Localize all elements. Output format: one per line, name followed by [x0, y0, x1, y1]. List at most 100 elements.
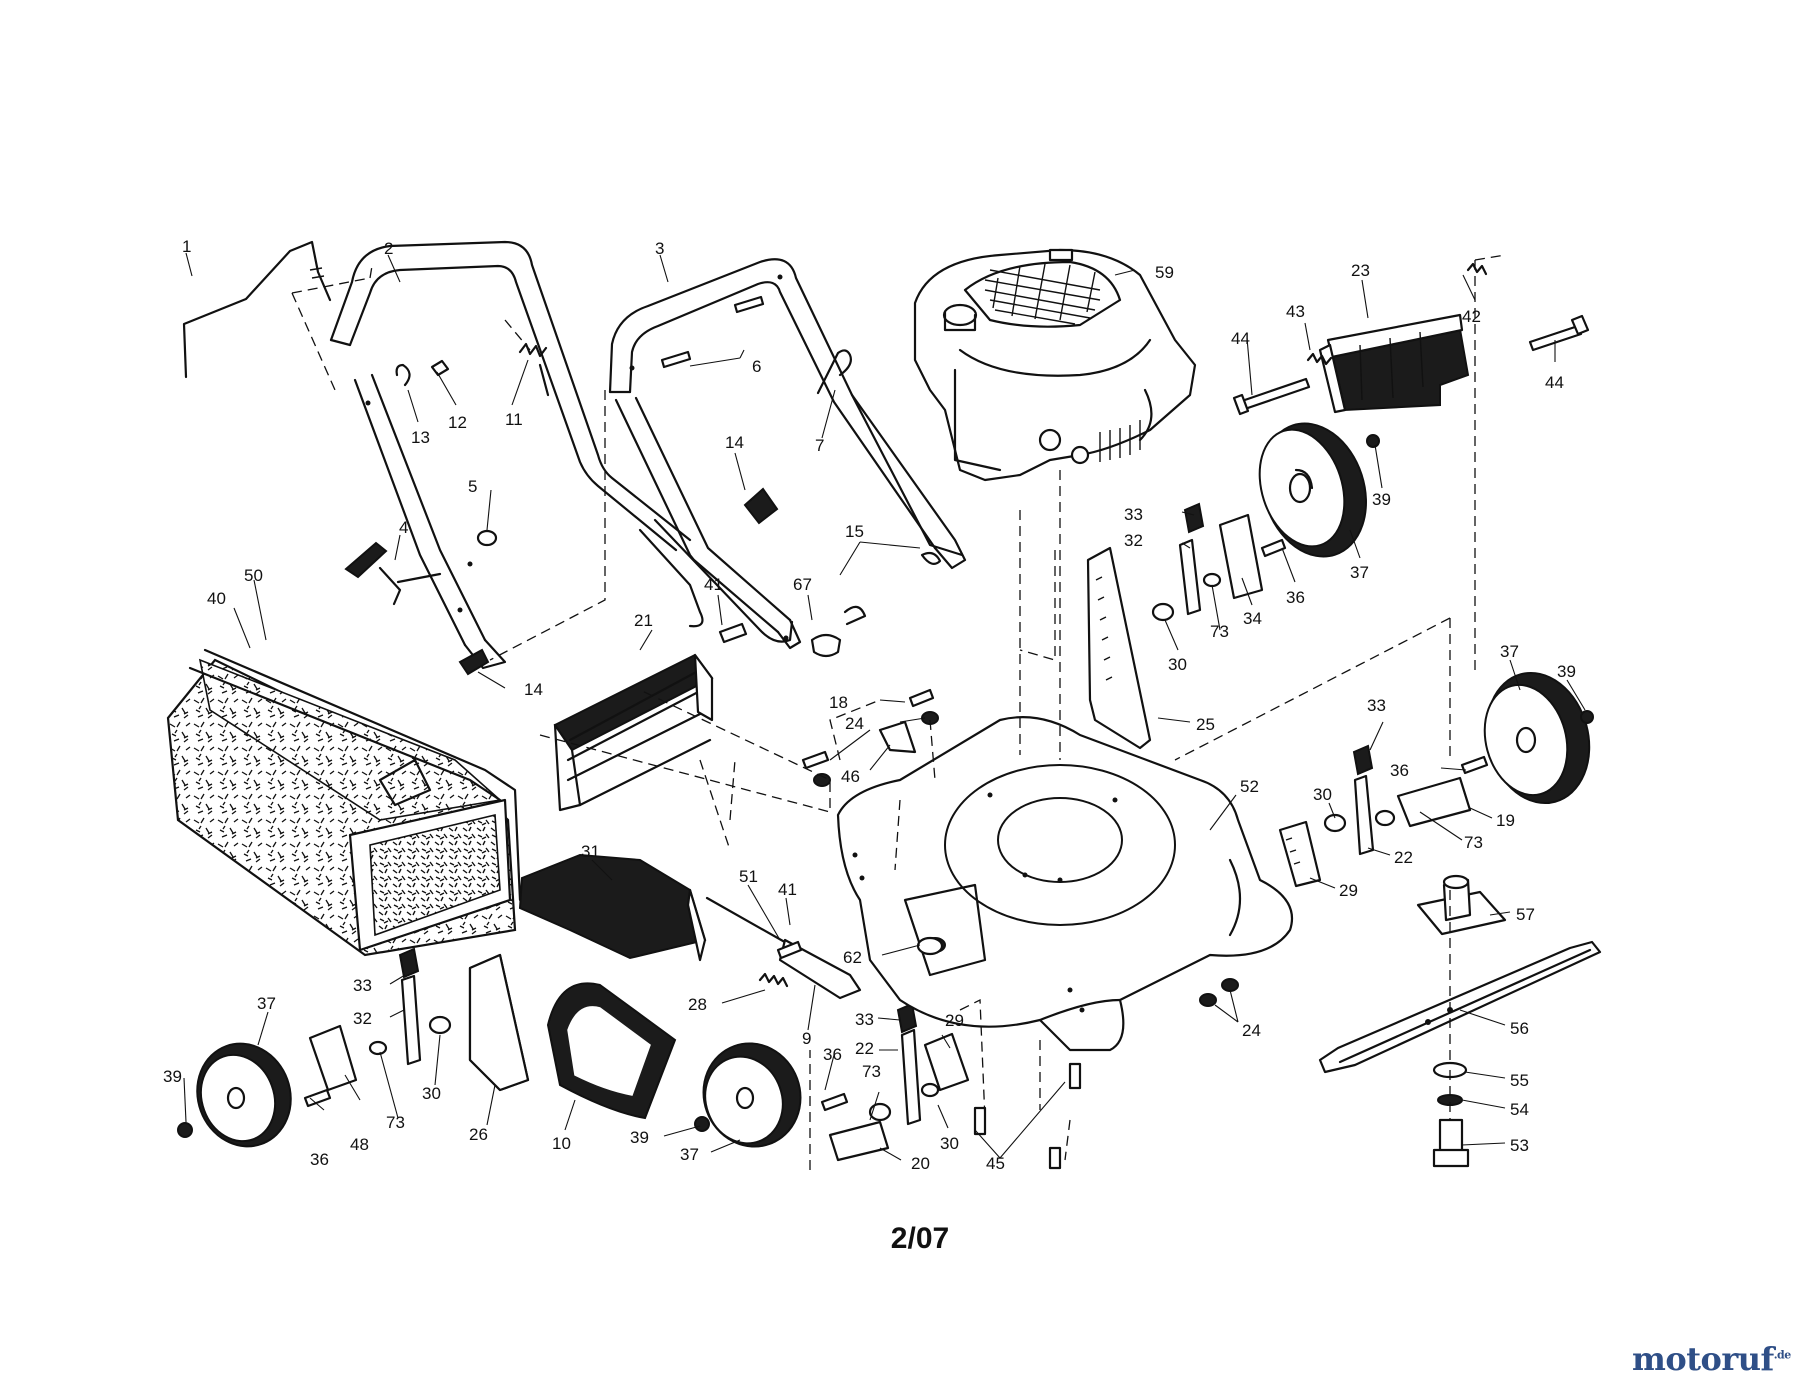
callout-33-rear-left: 33	[855, 1010, 874, 1029]
callout-73-front-left: 73	[386, 1113, 405, 1132]
callout-37-front-left: 37	[257, 994, 276, 1013]
mower-deck-part	[836, 716, 1294, 1052]
callout-26: 26	[469, 1125, 488, 1144]
callout-4: 4	[399, 518, 408, 537]
callout-39-rear-left: 39	[630, 1128, 649, 1147]
callout-62: 62	[843, 948, 862, 967]
callout-22-front-right: 22	[1394, 848, 1413, 867]
callout-32-rear-right: 32	[1124, 531, 1143, 550]
callout-44-left: 44	[1231, 329, 1250, 348]
callout-3: 3	[655, 239, 664, 258]
callout-33-front-right: 33	[1367, 696, 1386, 715]
height-adjuster-front-right	[1278, 744, 1489, 888]
callout-73-front-right: 73	[1464, 833, 1483, 852]
rear-axle-bolts	[1232, 262, 1590, 416]
callout-59: 59	[1155, 263, 1174, 282]
callout-1: 1	[182, 237, 191, 256]
callout-57: 57	[1516, 905, 1535, 924]
callout-30-front-left: 30	[422, 1084, 441, 1103]
callout-42: 42	[1462, 307, 1481, 326]
upper-handle-right-part	[608, 258, 967, 650]
grass-bag-part	[166, 648, 522, 957]
callout-9: 9	[802, 1029, 811, 1048]
callout-15: 15	[845, 522, 864, 541]
callout-39-rear-right: 39	[1372, 490, 1391, 509]
callout-24-upper: 24	[845, 714, 864, 733]
callout-34: 34	[1243, 609, 1262, 628]
callout-2: 2	[384, 239, 393, 258]
upper-handle-left-part	[329, 240, 692, 670]
callout-30-front-right: 30	[1313, 785, 1332, 804]
callout-73-rear-right: 73	[1210, 622, 1229, 641]
callout-37-rear-right: 37	[1350, 563, 1369, 582]
wheel-rear-left	[694, 1042, 802, 1148]
callout-41-lower: 41	[778, 880, 797, 899]
wheel-rear-right	[1258, 422, 1380, 558]
callout-13: 13	[411, 428, 430, 447]
callout-52: 52	[1240, 777, 1259, 796]
callout-55: 55	[1510, 1071, 1529, 1090]
callout-11: 11	[505, 410, 523, 429]
callout-36-front-left: 36	[310, 1150, 329, 1169]
callout-48: 48	[350, 1135, 369, 1154]
callout-73-rear-left: 73	[862, 1062, 881, 1081]
callout-46: 46	[841, 767, 860, 786]
callout-23: 23	[1351, 261, 1370, 280]
pivot-rod-part	[705, 896, 862, 1000]
callout-10: 10	[552, 1134, 571, 1153]
callout-36-front-right: 36	[1390, 761, 1409, 780]
blade-adapter-part	[1416, 874, 1507, 936]
watermark-logo: motoruf.de	[1632, 1340, 1791, 1378]
side-plate-part	[468, 953, 530, 1092]
callout-36-rear-right: 36	[1286, 588, 1305, 607]
callout-19: 19	[1496, 811, 1515, 830]
callout-18: 18	[829, 693, 848, 712]
callout-20: 20	[911, 1154, 930, 1173]
callout-25: 25	[1196, 715, 1215, 734]
callout-56: 56	[1510, 1019, 1529, 1038]
height-adjuster-rear-right	[1086, 502, 1287, 750]
callout-45: 45	[986, 1154, 1005, 1173]
callout-labels: 1 2 3 6 7 11 12 13 14 14 5 4 50 40 21 41…	[163, 237, 1576, 1173]
callout-30-rear-left: 30	[940, 1134, 959, 1153]
callout-32-front-left: 32	[353, 1009, 372, 1028]
blade-hardware	[1432, 1061, 1470, 1168]
discharge-door-part	[518, 853, 707, 962]
callout-39-front-left: 39	[163, 1067, 182, 1086]
callout-40: 40	[207, 589, 226, 608]
rear-flap-part	[1318, 313, 1470, 414]
assembly-lines	[291, 254, 1506, 1170]
callout-21: 21	[634, 611, 653, 630]
control-bail-part	[182, 240, 332, 379]
callout-14-lower: 14	[524, 680, 543, 699]
callout-29-front-right: 29	[1339, 881, 1358, 900]
wheel-front-right	[1483, 671, 1594, 805]
callout-43: 43	[1286, 302, 1305, 321]
callout-30-rear-right: 30	[1168, 655, 1187, 674]
handle-hardware	[344, 295, 942, 676]
callout-37-front-right: 37	[1500, 642, 1519, 661]
watermark-text: motoruf	[1632, 1340, 1774, 1378]
watermark-suffix: .de	[1773, 1348, 1792, 1362]
callout-33-front-left: 33	[353, 976, 372, 995]
callout-24-lower: 24	[1242, 1021, 1261, 1040]
rear-deflector-part	[553, 653, 714, 812]
wheel-front-left	[177, 1042, 292, 1148]
callout-67: 67	[793, 575, 812, 594]
callout-7: 7	[815, 436, 824, 455]
lower-handle-part	[638, 393, 964, 643]
engine-part	[913, 248, 1197, 482]
callout-53: 53	[1510, 1136, 1529, 1155]
deck-hardware	[801, 688, 1239, 1170]
callout-6: 6	[752, 357, 761, 376]
callout-22-rear-left: 22	[855, 1039, 874, 1058]
callout-31: 31	[581, 842, 600, 861]
leader-lines	[183, 252, 1586, 1161]
callout-37-rear-left: 37	[680, 1145, 699, 1164]
callout-54: 54	[1510, 1100, 1529, 1119]
blade-part	[1318, 940, 1602, 1074]
callout-41-upper: 41	[704, 575, 723, 594]
callout-50: 50	[244, 566, 263, 585]
callout-44-right: 44	[1545, 373, 1564, 392]
